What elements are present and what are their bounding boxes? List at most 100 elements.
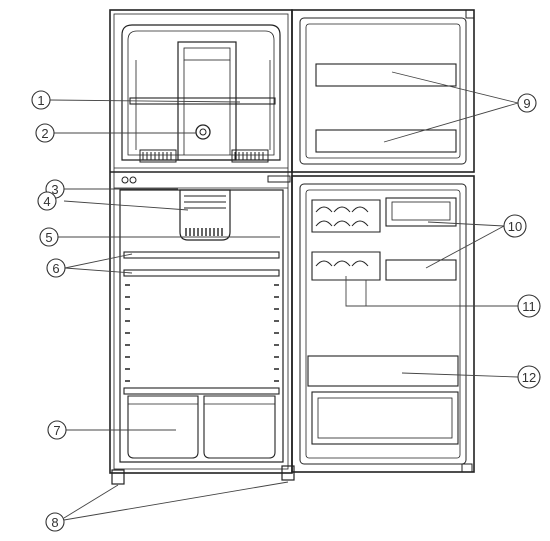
leader-10b [425,225,505,269]
freezer-door-liner [305,23,461,159]
callout-11-circle [517,294,541,318]
control-vents [184,195,226,209]
glass-shelf-lower [123,269,280,277]
door-shelf-bottom-inner [317,397,453,439]
freezer-door-gasket [299,17,467,165]
leader-9a [391,71,519,104]
callout-12-label: 12 [522,370,536,385]
callout-7-circle [47,420,67,440]
callout-1-circle [31,90,51,110]
freezer-bin-right-body [231,149,269,163]
freezer-liner [121,24,281,161]
callout-5-circle [39,227,59,247]
left-leveling-foot [111,469,125,485]
leader-1 [49,99,241,103]
callout-6-circle [46,258,66,278]
callout-7: 7 [47,420,67,440]
leader-6b [64,267,133,274]
leader-9b [383,102,519,143]
callout-9-circle [517,93,537,113]
leader-8a [63,484,119,519]
callout-2: 2 [35,123,55,143]
fresh-food-compartment [119,189,284,463]
ice-tray-top [183,47,231,61]
can-rack-upper [311,199,381,233]
freezer-door-panel [291,9,475,173]
callout-1-label: 1 [37,93,44,108]
ice-maker-knob-center [199,128,207,136]
cabinet-body [109,9,293,474]
freezer-bin-left-body [139,149,177,163]
leader-11a [345,276,518,307]
freezer-hinge [465,9,475,19]
leader-8b [63,481,289,521]
callout-8: 8 [45,512,65,532]
center-hinge [267,175,291,183]
callout-5: 5 [39,227,59,247]
callout-11: 11 [517,294,541,318]
fresh-food-door [291,175,475,473]
divider-screw-right [129,176,137,184]
can-rack-lower-slots [315,260,369,267]
callout-12: 12 [517,365,541,389]
freezer-compartment [121,24,281,163]
callout-6-label: 6 [52,261,59,276]
light-cover-grille [185,228,223,236]
right-shelf-rail [274,284,279,382]
callout-4-label: 4 [43,194,50,209]
callout-11-label: 11 [522,299,536,314]
ice-maker-knob [195,124,211,140]
door-bin-upper-inner [391,201,451,221]
freezer-bin-right-grille [234,152,264,160]
bottom-hinge [461,463,473,473]
fridge-door-gasket [299,183,467,465]
glass-shelf-upper [123,251,280,259]
callout-6: 6 [46,258,66,278]
freezer-door [267,9,475,183]
callout-10: 10 [503,214,527,238]
crisper-cover [123,387,280,395]
refrigerator-cabinet [109,9,295,485]
divider-screw-left [121,176,129,184]
freezer-liner-inner [127,30,275,156]
can-rack [311,199,381,281]
leader-4 [63,200,189,211]
callout-2-circle [35,123,55,143]
door-shelf-bottom [311,391,459,445]
callout-9-label: 9 [523,96,530,111]
callout-9: 9 [517,93,537,113]
callout-2-label: 2 [41,126,48,141]
leader-10a [427,221,505,227]
callout-1: 1 [31,90,51,110]
leader-6a [64,253,133,269]
door-bin-upper [385,197,457,227]
can-rack-upper-slots [315,206,369,227]
door-shelf-large [307,355,459,387]
callout-8-label: 8 [51,515,58,530]
freezer-bin-left-grille [142,152,172,160]
leader-12 [401,372,519,378]
callout-4: 4 [37,191,57,211]
can-rack-lower [311,251,381,281]
callout-8-circle [45,512,65,532]
callout-10-label: 10 [508,219,522,234]
left-shelf-rail [125,284,130,382]
crisper-drawer-right [203,395,276,459]
callout-5-label: 5 [45,230,52,245]
leader-lines [49,71,519,521]
crisper-drawer-left [127,395,199,459]
callout-3-label: 3 [51,182,58,197]
callout-7-label: 7 [53,423,60,438]
right-leveling-foot [281,465,295,481]
freezer-bin-left [139,149,177,163]
freezer-door-shelf-lower [315,129,457,153]
freezer-bin-right [231,149,269,163]
callout-12-circle [517,365,541,389]
door-bin-lower [385,259,457,281]
callout-10-circle [503,214,527,238]
fridge-door-panel [291,175,475,473]
cabinet-inner-edge [113,13,289,470]
temperature-control-housing [179,189,231,241]
